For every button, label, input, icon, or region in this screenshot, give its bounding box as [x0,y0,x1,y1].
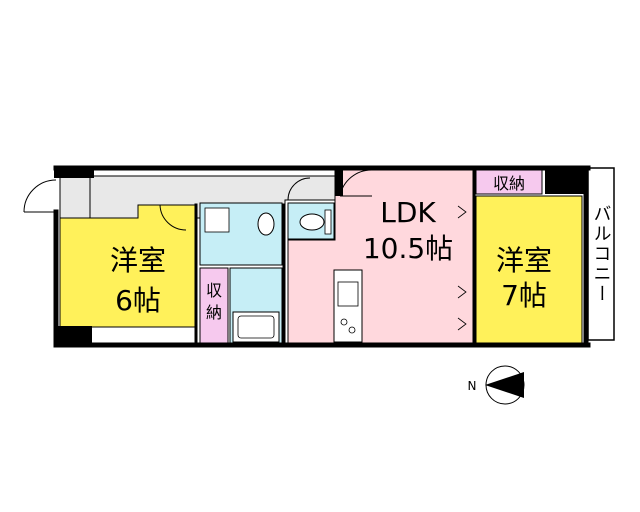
door-ldk [339,169,373,197]
storage-top [475,169,543,195]
room-size-western7: 7帖 [501,279,547,312]
room-name-western6: 洋室 [110,244,166,277]
western-room-7 [475,195,583,345]
storage-small-label-1: 収 [206,281,222,300]
compass: N [468,365,525,405]
room-name-western7: 洋室 [496,244,552,277]
walls [53,165,591,348]
toilet-icon [299,213,325,231]
storage-small [199,267,229,345]
column [54,166,94,178]
north-arrow-icon [485,372,524,398]
room-name-ldk: LDK [380,196,436,229]
bathtub-inner [237,315,275,339]
door-toilet [287,177,311,201]
bathtub-icon [232,311,280,343]
column [545,166,588,194]
wash-basin-icon [257,212,275,236]
toilet-tank [324,209,332,235]
room-size-ldk: 10.5帖 [363,232,453,265]
sliding-door-marks [457,205,467,331]
compass-north-label: N [468,379,477,393]
door-room6 [159,204,187,231]
column [335,166,343,196]
entrance-door [23,179,57,213]
balcony-label: バルコニー [591,204,612,304]
column [54,326,92,346]
room-size-western6: 6帖 [115,284,161,317]
storage-small-label-2: 納 [206,303,222,322]
kitchen-sink-icon [337,281,359,307]
stove-burner-icon [340,318,348,326]
wash-basin-counter [204,207,230,233]
storage-top-label: 収納 [493,174,525,193]
stove-burner-icon [348,326,356,334]
